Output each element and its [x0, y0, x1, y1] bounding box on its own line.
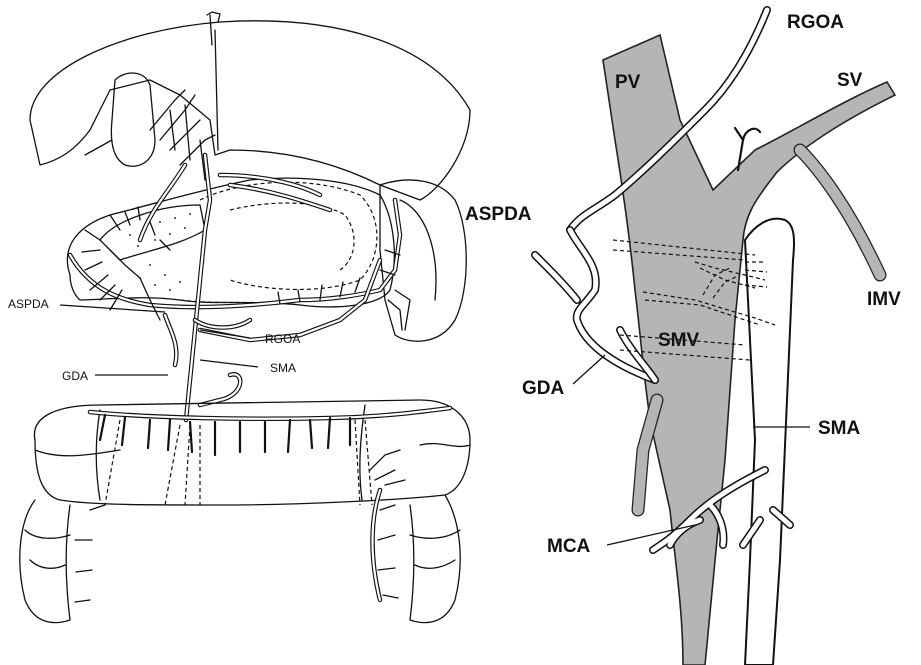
- label-pv: PV: [615, 72, 641, 93]
- label-sma: SMA: [818, 418, 861, 439]
- label-sv: SV: [837, 70, 863, 91]
- overview-illustration: ASPDA RGOA GDA SMA: [0, 0, 480, 665]
- label-imv: IMV: [867, 289, 901, 310]
- liver: [30, 21, 470, 200]
- descending-colon: [410, 495, 460, 623]
- spleen: [380, 180, 466, 341]
- label-sma-left: SMA: [270, 361, 296, 375]
- pancreas-texture: [129, 213, 191, 291]
- label-aspda-left: ASPDA: [8, 297, 49, 311]
- label-gda: GDA: [522, 378, 565, 399]
- ascending-colon: [20, 500, 70, 623]
- label-rgoa: RGOA: [787, 12, 844, 33]
- gallbladder: [111, 73, 155, 166]
- detail-svg: RGOA PV SV ASPDA IMV SMV GDA SMA MCA: [455, 0, 921, 665]
- stomach: [67, 178, 394, 307]
- label-gda-left: GDA: [62, 369, 88, 383]
- gastric-branches: [82, 207, 170, 320]
- colic-vasa-recta: [100, 415, 350, 455]
- overview-svg: ASPDA RGOA GDA SMA: [0, 0, 480, 665]
- detail-schematic: RGOA PV SV ASPDA IMV SMV GDA SMA MCA: [455, 0, 921, 665]
- label-mca: MCA: [547, 536, 591, 557]
- label-rgoa-left: RGOA: [265, 332, 300, 346]
- label-aspda: ASPDA: [465, 204, 532, 225]
- label-smv: SMV: [658, 330, 700, 351]
